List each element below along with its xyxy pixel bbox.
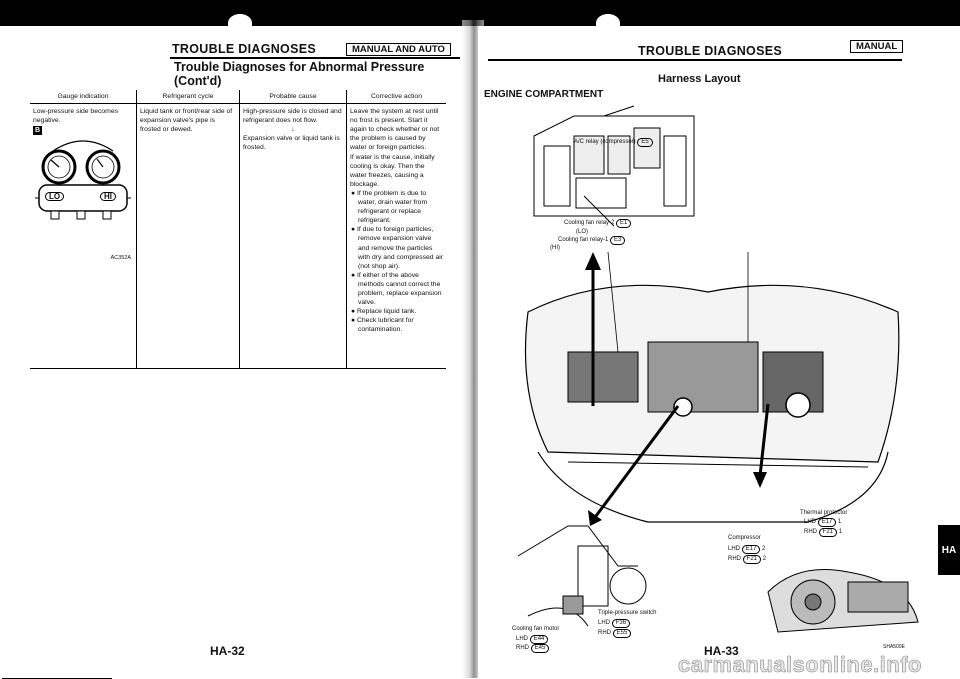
hi-label: (HI) — [550, 245, 560, 251]
right-page: TROUBLE DIAGNOSES MANUAL Harness Layout … — [478, 26, 960, 678]
terminal-number: 2 — [762, 556, 767, 562]
fan-lhd-row: LHD E44 — [516, 635, 549, 644]
manifold-gauge-illustration: LO HI AC352A — [33, 137, 133, 265]
column-header: Probable cause — [239, 90, 347, 105]
ac-relay-text: A/C relay (compressor) — [574, 139, 636, 145]
arrow-down-icon — [588, 510, 602, 526]
table-header-row: Gauge indication Refrigerant cycle Proba… — [30, 90, 446, 105]
corrective-bullet: ● Check lubricant for contamination. — [351, 317, 414, 334]
column-header: Gauge indication — [30, 90, 137, 105]
relay-box-diagram — [533, 105, 695, 227]
gauge-indication-text: Low-pressure side becomes negative. — [33, 108, 119, 125]
cooling-fan-relay2-label: Cooling fan relay-2 E1 — [564, 219, 632, 228]
left-page: TROUBLE DIAGNOSES MANUAL AND AUTO Troubl… — [0, 26, 470, 679]
corrective-bullet: ● If either of the above methods cannot … — [351, 271, 442, 307]
probable-cause-text: Expansion valve or liquid tank is froste… — [243, 135, 340, 152]
connector-e17: E17 — [741, 545, 761, 554]
engine-compartment-illustration — [524, 251, 900, 523]
rhd-label: RHD — [598, 630, 611, 636]
corrective-step: Leave the system at rest until no frost … — [350, 108, 440, 152]
manifold-gauge-icon — [35, 140, 131, 220]
connector-f21: F21 — [742, 555, 762, 564]
lhd-label: LHD — [804, 519, 817, 525]
thermal-rhd-row: RHD F21 1 — [804, 528, 842, 537]
compressor-rhd-row: RHD F21 2 — [728, 555, 766, 564]
section-tab-ha: HA — [938, 525, 960, 575]
header-rule — [170, 57, 460, 59]
terminal-number: 1 — [838, 529, 843, 535]
hi-valve-label: HI — [100, 192, 116, 202]
figure-code: AC352A — [110, 255, 132, 262]
gauge-label-icon: B — [33, 126, 43, 136]
compressor-label: Compressor — [728, 535, 761, 541]
manual-auto-badge: MANUAL AND AUTO — [346, 43, 451, 56]
section-title-cont: (Cont'd) — [174, 74, 222, 88]
column-header: Refrigerant cycle — [136, 90, 240, 105]
cooling-fan-detail-illustration — [517, 525, 647, 627]
column-header: Corrective action — [346, 90, 446, 105]
manual-badge: MANUAL — [850, 40, 904, 53]
rhd-label: RHD — [804, 529, 817, 535]
lo-valve-label: LO — [45, 192, 65, 202]
header-rule — [488, 59, 902, 61]
down-arrow-icon: ↓ — [291, 126, 295, 134]
corrective-bullet: ● If the problem is due to water, drain … — [351, 189, 428, 225]
cooling-fan-relay1-label: Cooling fan relay-1 E3 — [558, 236, 626, 245]
connector-e5: E5 — [637, 138, 653, 147]
page-number: HA-32 — [210, 644, 245, 658]
gauge-indication-cell: Low-pressure side becomes negative. B — [30, 103, 137, 370]
rhd-label: RHD — [516, 645, 529, 651]
callout-arrows — [585, 252, 770, 526]
table-row: Low-pressure side becomes negative. B — [30, 103, 446, 370]
corrective-bullet: ● Replace liquid tank. — [351, 308, 417, 316]
page-number: HA-33 — [704, 644, 739, 658]
right-header-title: TROUBLE DIAGNOSES — [638, 44, 782, 58]
connector-f21: F21 — [818, 528, 838, 537]
fan-rhd-row: RHD E45 — [516, 644, 550, 653]
terminal-number: 2 — [762, 546, 766, 552]
rhd-label: RHD — [728, 556, 741, 562]
lhd-label: LHD — [598, 620, 611, 626]
lhd-label: LHD — [728, 546, 741, 552]
compressor-detail-illustration — [767, 569, 919, 633]
section-title: Harness Layout — [658, 73, 741, 85]
site-watermark: carmanualsonline.info — [678, 652, 922, 678]
thermal-lhd-row: LHD E17 1 — [804, 518, 841, 527]
lhd-label: LHD — [516, 636, 529, 642]
probable-cause-text: High-pressure side is closed and refrige… — [243, 108, 342, 125]
connector-e1: E1 — [616, 219, 632, 228]
connector-e3: E3 — [610, 236, 626, 245]
connector-e45: E45 — [530, 644, 550, 653]
tps-rhd-row: RHD E55 — [598, 629, 632, 638]
cooling-fan-relay2-text: Cooling fan relay-2 — [564, 220, 615, 226]
refrigerant-cycle-cell: Liquid tank or front/rear side of expans… — [136, 103, 240, 370]
left-header-title: TROUBLE DIAGNOSES — [172, 42, 316, 56]
section-title: Trouble Diagnoses for Abnormal Pressure — [174, 60, 425, 74]
cooling-fan-relay1-text: Cooling fan relay-1 — [558, 237, 609, 243]
connector-e44: E44 — [529, 635, 549, 644]
terminal-number: 1 — [838, 519, 842, 525]
arrow-up-icon — [585, 252, 601, 270]
corrective-step: If water is the cause, initially cooling… — [350, 153, 435, 188]
diagnosis-table: Gauge indication Refrigerant cycle Proba… — [30, 90, 446, 370]
thermal-protector-label: Thermal protector — [800, 510, 848, 516]
cooling-fan-motor-label: Cooling fan motor — [512, 626, 560, 632]
figure-code: SHA509E — [883, 644, 905, 650]
compressor-lhd-row: LHD E17 2 — [728, 545, 765, 554]
lo-label: (LO) — [576, 229, 588, 235]
ac-relay-label: A/C relay (compressor) E5 — [574, 138, 653, 147]
connector-e55: E55 — [612, 629, 632, 638]
corrective-bullet: ● If due to foreign particles, remove ex… — [351, 226, 443, 270]
triple-pressure-switch-label: Triple-pressure switch — [598, 610, 657, 616]
compartment-subtitle: ENGINE COMPARTMENT — [484, 89, 604, 100]
connector-f36: F36 — [611, 619, 631, 628]
probable-cause-cell: High-pressure side is closed and refrige… — [239, 103, 347, 370]
connector-e17: E17 — [817, 518, 837, 527]
corrective-action-cell: Leave the system at rest until no frost … — [346, 103, 446, 370]
arrow-down-icon — [753, 472, 767, 488]
tps-lhd-row: LHD F36 — [598, 619, 631, 628]
